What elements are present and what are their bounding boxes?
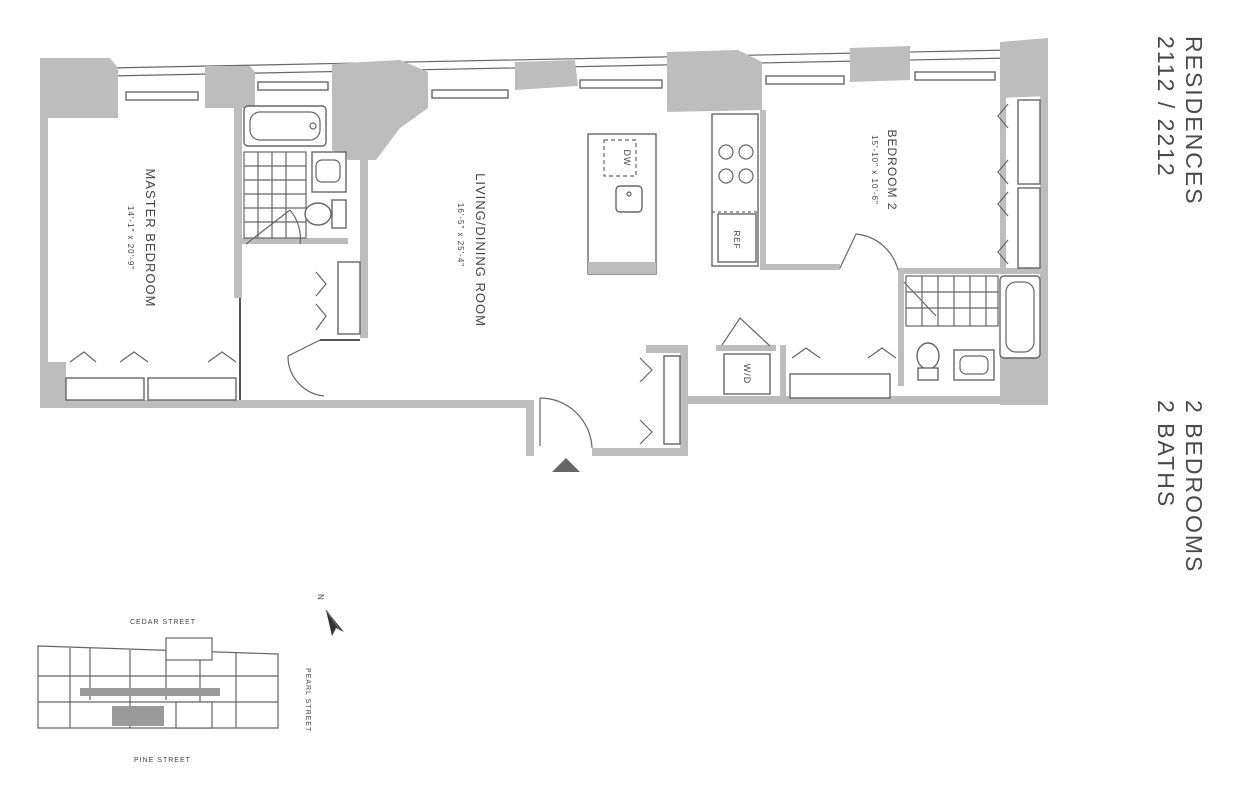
residence-numbers: 2112 / 2212	[1153, 36, 1179, 178]
residences-label: RESIDENCES	[1181, 36, 1207, 206]
master-bedroom-label: MASTER BEDROOM	[143, 169, 158, 308]
south-street-label: PINE STREET	[134, 757, 191, 764]
living-room-label: LIVING/DINING ROOM	[473, 173, 488, 327]
master-bedroom-dims: 14'-1" x 20'-9"	[126, 206, 135, 270]
bedroom2-dims: 15'-10" x 10'-6"	[870, 135, 879, 205]
baths-count: 2 BATHS	[1153, 400, 1179, 509]
dw-label: DW	[622, 150, 632, 167]
north-street-label: CEDAR STREET	[130, 619, 196, 626]
room-labels: MASTER BEDROOM 14'-1" x 20'-9" LIVING/DI…	[126, 129, 899, 384]
master-bathroom	[243, 105, 347, 245]
unit-summary: 2 BEDROOMS 2 BATHS	[1152, 400, 1208, 573]
key-plan: N CEDAR STREET PEARL STREET PINE STREET	[37, 594, 344, 764]
structural-walls	[40, 38, 1048, 456]
entry	[539, 317, 897, 472]
bedrooms-count: 2 BEDROOMS	[1181, 400, 1207, 574]
living-room-dims: 16'-5" x 25'-4"	[456, 203, 465, 267]
east-street-label: PEARL STREET	[304, 668, 311, 732]
bedroom2-label: BEDROOM 2	[885, 129, 899, 210]
north-label: N	[316, 594, 325, 601]
bedroom2-fixtures	[839, 99, 1041, 381]
residences-title: RESIDENCES 2112 / 2212	[1152, 36, 1208, 206]
interior-walls	[234, 96, 1048, 400]
entry-arrow-icon	[552, 458, 580, 472]
ref-label: REF	[732, 231, 741, 250]
master-closets	[65, 261, 361, 401]
wd-label: W/D	[742, 364, 752, 385]
kitchen	[587, 113, 759, 275]
